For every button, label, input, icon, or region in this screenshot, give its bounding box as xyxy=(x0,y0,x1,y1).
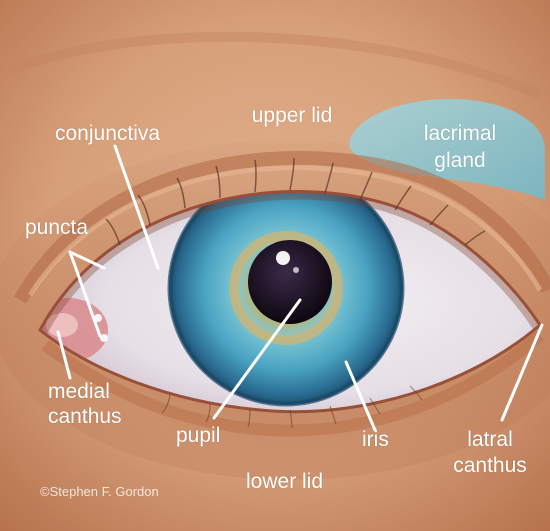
label-lateral-canthus-line1: latral xyxy=(440,428,540,452)
label-medial-canthus-line1: medial xyxy=(48,380,110,404)
label-conjunctiva: conjunctiva xyxy=(55,122,160,146)
label-lateral-canthus-line2: canthus xyxy=(440,454,540,478)
label-lower-lid: lower lid xyxy=(246,470,323,494)
label-upper-lid: upper lid xyxy=(232,104,352,128)
label-iris: iris xyxy=(362,428,389,452)
label-puncta: puncta xyxy=(25,216,88,240)
artist-credit: ©Stephen F. Gordon xyxy=(40,484,159,499)
label-lacrimal-gland-line1: lacrimal xyxy=(405,122,515,146)
label-lacrimal-gland-line2: gland xyxy=(405,149,515,173)
pupil-highlight-small xyxy=(293,267,299,273)
pupil-highlight xyxy=(276,251,290,265)
label-medial-canthus-line2: canthus xyxy=(48,405,122,429)
label-pupil: pupil xyxy=(176,424,220,448)
